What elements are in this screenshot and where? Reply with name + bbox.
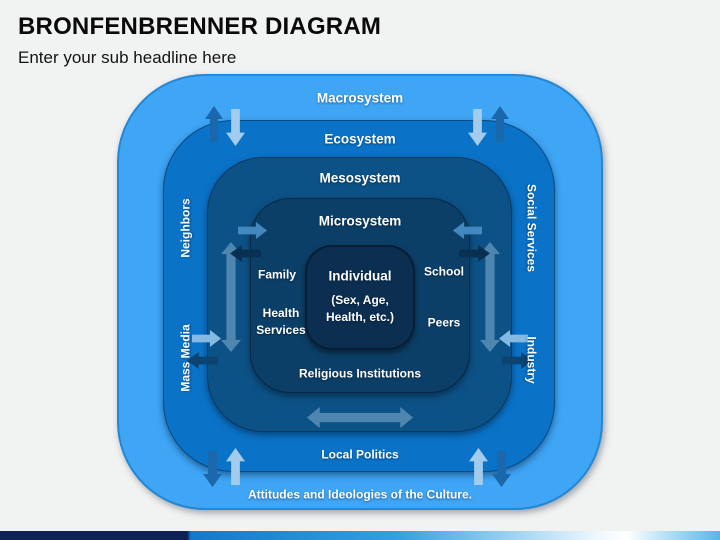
- page-subtitle: Enter your sub headline here: [18, 48, 237, 67]
- label-individual: Individual: [328, 268, 392, 284]
- label-local-politics: Local Politics: [321, 447, 399, 462]
- label-neighbors: Neighbors: [178, 198, 193, 258]
- label-individual-sub: (Sex, Age, Health, etc.): [325, 293, 394, 324]
- label-social-services: Social Services: [524, 183, 539, 273]
- label-health-services: Health Services: [256, 306, 306, 337]
- label-peers: Peers: [427, 315, 461, 330]
- label-mass-media: Mass Media: [178, 324, 193, 392]
- label-industry: Industry: [524, 336, 539, 384]
- label-macrosystem: Macrosystem: [316, 90, 404, 106]
- label-mesosystem: Mesosystem: [319, 170, 401, 186]
- label-attitudes: Attitudes and Ideologies of the Culture.: [247, 487, 473, 502]
- label-ecosystem: Ecosystem: [324, 131, 396, 147]
- bottom-accent-bar: [0, 531, 720, 540]
- label-religious-institutions: Religious Institutions: [299, 366, 421, 381]
- label-microsystem: Microsystem: [318, 213, 402, 229]
- layer-individual: [305, 245, 415, 350]
- label-school: School: [423, 264, 465, 279]
- page-title: BRONFENBRENNER DIAGRAM: [18, 13, 382, 40]
- label-family: Family: [257, 267, 297, 282]
